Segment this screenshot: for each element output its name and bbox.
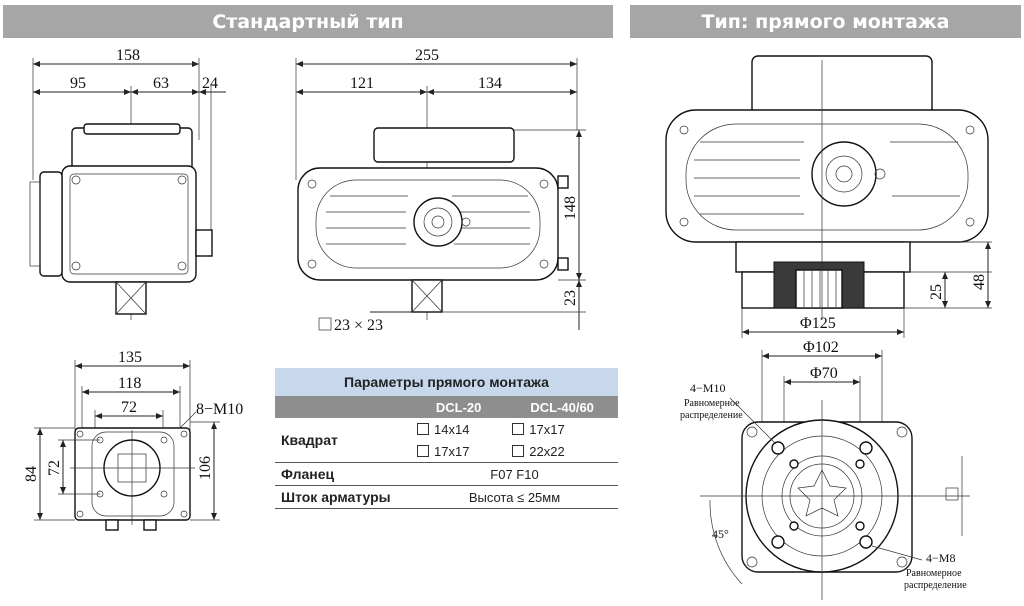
col-dcl-20: DCL-20 (411, 396, 507, 418)
square-checkbox-icon (512, 444, 525, 457)
header-standard-text: Стандартный тип (212, 10, 404, 33)
row-stem-label: Шток арматуры (275, 485, 411, 509)
label-45-deg: 45° (712, 527, 729, 541)
sq-b1: 17x17 (529, 421, 565, 437)
front-view: 158 95 63 24 (29, 47, 226, 320)
dim-95: 95 (70, 75, 86, 92)
header-direct-type: Тип: прямого монтажа (630, 5, 1021, 38)
label-4-m8: 4−M8 (926, 551, 955, 565)
sq-a1: 14x14 (434, 421, 470, 437)
dim-106: 106 (197, 456, 214, 480)
dim-118: 118 (118, 375, 141, 392)
label-m8-note-line2: распределение (904, 580, 967, 591)
flange-value: F07 F10 (411, 462, 618, 486)
sq-a2: 17x17 (434, 443, 470, 459)
dim-phi70: Φ70 (810, 365, 838, 382)
dim-134: 134 (478, 75, 502, 92)
params-title: Параметры прямого монтажа (275, 368, 618, 396)
header-direct-text: Тип: прямого монтажа (701, 10, 950, 33)
dim-121: 121 (350, 75, 374, 92)
dim-square-23x23: 23 × 23 (334, 317, 383, 334)
dim-72: 72 (121, 399, 137, 416)
dim-148: 148 (562, 196, 579, 220)
label-m8-note-line1: Равномерное (906, 568, 962, 579)
row-square-label: Квадрат (275, 418, 411, 463)
side-view: 255 121 134 148 23 23 × 23 (295, 47, 586, 334)
dim-63: 63 (153, 75, 169, 92)
bottom-view: 135 118 72 8−M10 84 72 106 (23, 349, 243, 531)
square-checkbox-icon (417, 422, 429, 435)
sq-b2: 22x22 (529, 443, 565, 459)
dim-23: 23 (562, 290, 579, 306)
dim-48: 48 (971, 274, 988, 290)
label-m10-note-line1: Равномерное (684, 398, 740, 409)
flange-view: Φ102 Φ70 4−M10 Равномерное распределение… (680, 339, 970, 600)
dim-158: 158 (116, 47, 140, 64)
dim-phi125: Φ125 (800, 315, 836, 332)
dim-phi102: Φ102 (803, 339, 839, 356)
header-standard-type: Стандартный тип (3, 5, 613, 38)
dim-135: 135 (118, 349, 142, 366)
params-table: Параметры прямого монтажа DCL-20 DCL-40/… (275, 368, 618, 509)
dim-72-vertical: 72 (46, 460, 63, 476)
label-m10-note-line2: распределение (680, 410, 743, 421)
col-dcl-40-60: DCL-40/60 (506, 396, 618, 418)
dim-255: 255 (415, 47, 439, 64)
direct-view: 25 48 Φ125 (665, 55, 992, 338)
dim-84: 84 (23, 466, 40, 482)
stem-value: Высота ≤ 25мм (411, 485, 618, 509)
square-checkbox-icon (512, 422, 525, 435)
dim-24: 24 (202, 75, 218, 92)
square-checkbox-icon (417, 444, 429, 457)
dim-25: 25 (928, 284, 945, 300)
label-4-m10: 4−M10 (690, 381, 725, 395)
label-8-m10: 8−M10 (196, 401, 243, 418)
row-flange-label: Фланец (275, 462, 411, 486)
